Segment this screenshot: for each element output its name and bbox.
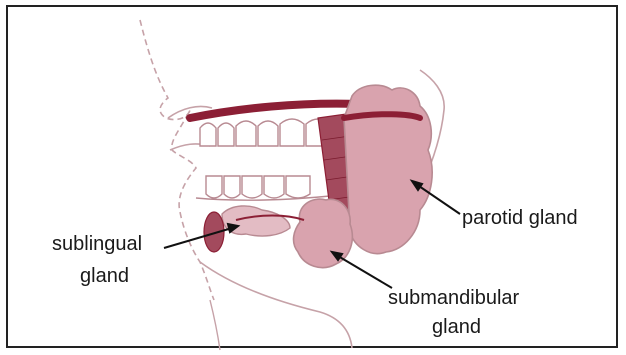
submandibular-gland-label-line1: submandibular bbox=[388, 285, 519, 311]
sublingual-gland-label-line1: sublingual bbox=[52, 231, 142, 257]
upper-teeth bbox=[200, 119, 330, 146]
lower-teeth bbox=[206, 176, 310, 198]
submandibular-gland bbox=[294, 199, 353, 267]
face-profile bbox=[140, 20, 214, 300]
submandibular-gland-label-line2: gland bbox=[432, 314, 481, 340]
neck-outline bbox=[210, 300, 220, 350]
jaw-outline bbox=[200, 262, 352, 348]
parotid-gland bbox=[344, 85, 432, 253]
sublingual-gland-label-line2: gland bbox=[80, 263, 129, 289]
parotid-gland-label: parotid gland bbox=[462, 205, 578, 231]
